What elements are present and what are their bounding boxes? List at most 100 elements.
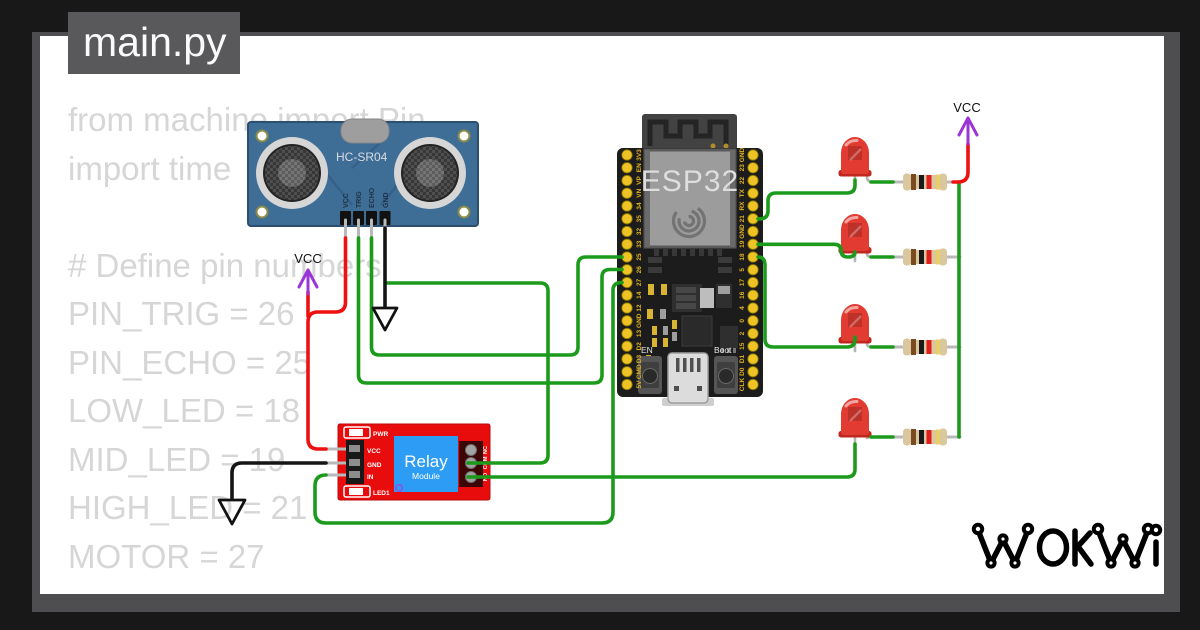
esp32-pin-label: D0 — [739, 367, 746, 376]
crystal-oscillator — [340, 118, 390, 144]
esp32-pin-d2[interactable] — [621, 340, 633, 352]
wire-sensor-vcc-relay-vcc[interactable] — [306, 236, 348, 451]
sensor-pin-pads — [340, 211, 391, 225]
relay-subtitle: Module — [412, 471, 440, 481]
resistor-4[interactable] — [888, 427, 962, 447]
esp32-pin-label: 2 — [739, 331, 746, 335]
relay-module[interactable]: PWR LED1 VCC GND IN Relay Module NC COM … — [324, 423, 491, 501]
esp32-pin-gnd[interactable] — [747, 225, 759, 238]
vcc-label-left: VCC — [294, 251, 321, 266]
mounting-holes — [255, 129, 471, 219]
esp32-pin-rx[interactable] — [747, 200, 759, 212]
esp32-pin-label: D2 — [636, 342, 643, 351]
esp32-pin-vp[interactable] — [621, 174, 633, 187]
esp32-pin-14[interactable] — [621, 289, 633, 301]
esp32-pin-15[interactable] — [747, 340, 759, 352]
wire-gpio18-led3[interactable] — [756, 255, 857, 349]
en-button[interactable] — [638, 356, 662, 394]
esp32-pin-label: 33 — [636, 240, 643, 248]
esp32-pin-tx[interactable] — [747, 187, 759, 199]
esp32-pin-label: 23 — [739, 164, 746, 172]
sensor-title: HC-SR04 — [336, 150, 388, 164]
esp32-pin-gnd[interactable] — [621, 315, 633, 327]
wire-gpio19-led2[interactable] — [756, 242, 857, 259]
esp32-pin-label: 18 — [739, 253, 746, 261]
esp32-pin-4[interactable] — [747, 302, 759, 314]
esp32-pin-label: 12 — [636, 304, 643, 312]
led1-indicator — [343, 485, 371, 498]
esp32-pin-label: GND — [636, 313, 643, 328]
esp32-pin-cmd[interactable] — [621, 366, 633, 378]
esp32-pin-2[interactable] — [747, 327, 759, 340]
esp32-pin-label: 13 — [636, 330, 643, 338]
wire-echo-gpio25[interactable] — [369, 236, 624, 357]
esp32-pin-label: 16 — [739, 291, 746, 299]
terminal-nc[interactable] — [465, 444, 477, 456]
resistor-2[interactable] — [888, 247, 962, 267]
esp32-pin-d0[interactable] — [747, 366, 759, 378]
esp32-pin-en[interactable] — [621, 162, 633, 174]
relay-pin-label-vcc: VCC — [367, 448, 381, 455]
file-tab[interactable]: main.py — [68, 12, 240, 74]
esp32-pin-0[interactable] — [747, 315, 759, 327]
esp32-pin-label: D1 — [739, 354, 746, 363]
resistor-3[interactable] — [888, 337, 962, 357]
esp32-pin-label: TX — [739, 188, 746, 197]
wire-in-gpio27[interactable] — [313, 280, 624, 525]
esp32-pin-3v3[interactable] — [621, 149, 633, 161]
esp32-pin-label: 0 — [739, 319, 746, 323]
boot-button[interactable] — [714, 356, 738, 394]
sensor-pin-label-vcc: VCC — [343, 193, 350, 208]
transducer-left-icon — [256, 137, 328, 209]
led-4[interactable] — [837, 396, 875, 448]
en-button-label: EN — [641, 345, 653, 355]
esp32-pin-vn[interactable] — [621, 187, 633, 199]
vcc-symbol-right: VCC — [953, 100, 981, 146]
esp32-pin-clk[interactable] — [747, 378, 759, 391]
resistor-1[interactable] — [888, 172, 962, 192]
esp32-pin-d3[interactable] — [621, 353, 633, 365]
esp32-pin-label: EN — [636, 163, 643, 172]
esp32-pin-23[interactable] — [747, 162, 759, 174]
esp32-pin-label: VN — [636, 188, 643, 197]
wire-gpio21-led1[interactable] — [756, 178, 857, 221]
hcsr04-ultrasonic-sensor[interactable]: HC-SR04 VCC TRIG ECHO GND — [247, 118, 479, 244]
esp32-pin-35[interactable] — [621, 213, 633, 225]
wire-no-led4[interactable] — [466, 442, 857, 479]
esp32-pin-5v[interactable] — [621, 378, 633, 391]
esp32-pin-22[interactable] — [747, 174, 759, 187]
wire-trig-gpio26[interactable] — [356, 236, 624, 385]
esp32-pin-16[interactable] — [747, 289, 759, 301]
esp32-pin-label: VP — [636, 176, 643, 185]
esp32-pin-label: 5 — [739, 268, 746, 272]
wire-relay-gnd[interactable] — [230, 461, 328, 500]
esp32-pin-17[interactable] — [747, 276, 759, 289]
esp32-pin-13[interactable] — [621, 327, 633, 340]
smd-components — [646, 249, 738, 364]
wokwi-logo: WOKWI — [971, 522, 1163, 569]
relay-title: Relay — [404, 452, 448, 471]
esp32-pin-label: GND — [739, 147, 746, 162]
relay-pin-label-gnd: GND — [367, 462, 382, 469]
esp32-pin-d1[interactable] — [747, 353, 759, 365]
esp32-pin-33[interactable] — [621, 238, 633, 250]
esp32-pin-5[interactable] — [747, 264, 759, 276]
wire-vcc-stub-right[interactable] — [951, 142, 970, 184]
esp32-pin-12[interactable] — [621, 302, 633, 314]
wires — [230, 142, 970, 525]
led-1[interactable] — [837, 135, 875, 187]
relay-body — [394, 436, 458, 492]
vcc-label-right: VCC — [953, 100, 980, 115]
esp32-pin-label: 22 — [739, 177, 746, 185]
led1-label: LED1 — [373, 490, 390, 497]
wire-com-gnd[interactable] — [384, 281, 550, 465]
esp32-pin-32[interactable] — [621, 225, 633, 238]
esp32-pin-gnd[interactable] — [747, 149, 759, 161]
esp32-pin-34[interactable] — [621, 200, 633, 212]
sensor-pin-label-gnd: GND — [383, 192, 390, 208]
esp32-devkit-board[interactable]: ESP32 — [617, 114, 763, 406]
esp32-pin-label: D3 — [636, 354, 643, 363]
